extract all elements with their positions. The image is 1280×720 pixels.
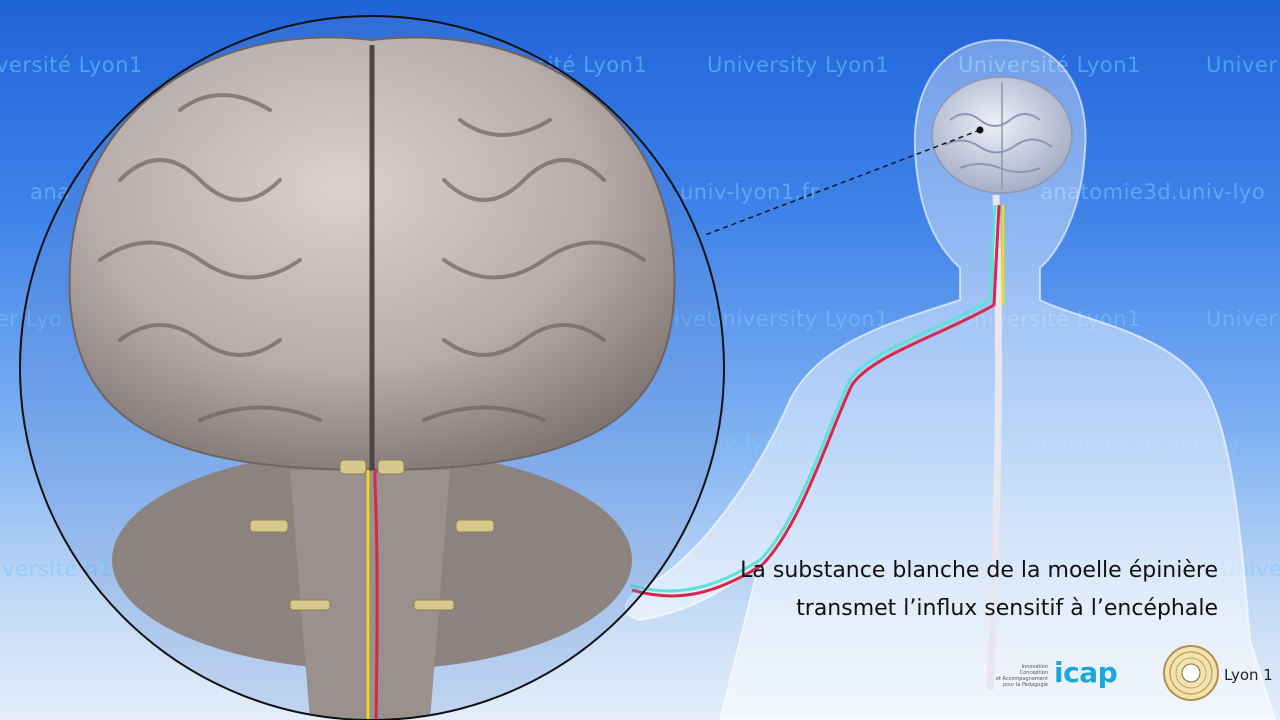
icap-tagline: Innovation Conception et Accompagnement …: [962, 664, 1048, 688]
sensory-pathway: [629, 204, 1005, 598]
icap-tagline-line: Innovation: [1021, 664, 1048, 670]
icap-tagline-line: pour la Pédagogie: [1002, 682, 1048, 688]
logo-area: Innovation Conception et Accompagnement …: [962, 642, 1273, 712]
icap-tagline-line: Conception: [1019, 670, 1048, 676]
small-brain: [931, 76, 1073, 194]
caption: La substance blanche de la moelle épiniè…: [740, 552, 1218, 628]
caption-line-2: transmet l’influx sensitif à l’encéphale: [796, 596, 1218, 621]
university-seal-icon: [1163, 645, 1219, 701]
icap-logo: icap: [1054, 656, 1118, 689]
magnified-view: [19, 15, 725, 720]
body-silhouette: [624, 38, 1277, 720]
lyon1-label: Lyon 1: [1224, 666, 1273, 684]
caption-line-1: La substance blanche de la moelle épiniè…: [740, 558, 1218, 583]
icap-tagline-line: et Accompagnement: [995, 676, 1048, 682]
pointer-line: [704, 129, 981, 236]
